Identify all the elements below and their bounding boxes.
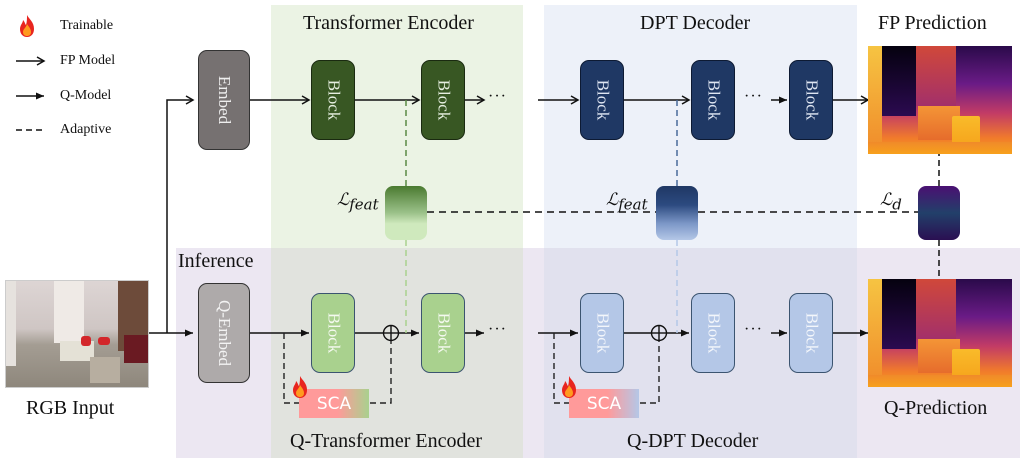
loss-subscript: feat	[349, 195, 379, 214]
block-label: Block	[592, 79, 612, 121]
sca-label: SCA	[586, 393, 622, 414]
flame-icon	[17, 14, 37, 38]
q-encoder-ellipsis: ···	[488, 321, 507, 338]
rgb-input-label: RGB Input	[26, 397, 115, 419]
fp-prediction-title: FP Prediction	[878, 12, 987, 34]
encoder-feature-loss-box	[385, 186, 427, 240]
encoder-ellipsis: ···	[488, 88, 507, 105]
legend-q-model-label: Q-Model	[60, 88, 112, 103]
q-dpt-decoder-title: Q-DPT Decoder	[627, 430, 759, 452]
decoder-sum-node	[650, 324, 668, 342]
q-prediction-title: Q-Prediction	[884, 397, 988, 419]
encoder-sum-node	[382, 324, 400, 342]
decoder-feature-loss-box	[656, 186, 698, 240]
decoder-block-2: Block	[691, 60, 735, 140]
block-label: Block	[703, 79, 723, 121]
block-label: Block	[703, 312, 723, 354]
loss-script-symbol: ℒ	[880, 190, 893, 210]
depth-loss-box	[918, 186, 960, 240]
loss-script-symbol: ℒ	[606, 190, 619, 210]
legend-adaptive-label: Adaptive	[60, 122, 112, 137]
decoder-feature-loss-label: ℒfeat	[606, 190, 648, 213]
decoder-sca-flame-icon	[559, 375, 579, 399]
legend-fp-model-label: FP Model	[60, 53, 116, 68]
block-label: Block	[801, 312, 821, 354]
legend-trainable-label: Trainable	[60, 18, 114, 33]
encoder-sca-module: SCA	[299, 389, 369, 418]
q-embed-label: Q-Embed	[215, 299, 234, 367]
block-label: Block	[801, 79, 821, 121]
rgb-input-image	[5, 280, 149, 388]
encoder-feature-loss-label: ℒfeat	[337, 190, 379, 213]
sca-label: SCA	[316, 393, 352, 414]
dpt-decoder-title: DPT Decoder	[640, 12, 751, 34]
q-encoder-block-1: Block	[311, 293, 355, 373]
q-encoder-block-2: Block	[421, 293, 465, 373]
fp-prediction-image	[868, 46, 1012, 154]
legend: Trainable FP Model Q-Model Adaptive	[0, 0, 170, 145]
decoder-sca-module: SCA	[569, 389, 639, 418]
decoder-block-3: Block	[789, 60, 833, 140]
q-decoder-block-1: Block	[580, 293, 624, 373]
embed-label: Embed	[215, 75, 234, 125]
loss-script-symbol: ℒ	[337, 190, 350, 210]
block-label: Block	[323, 79, 343, 121]
q-decoder-block-3: Block	[789, 293, 833, 373]
encoder-sca-flame-icon	[290, 375, 310, 399]
decoder-ellipsis: ···	[744, 88, 763, 105]
depth-loss-label: ℒd	[880, 190, 902, 213]
q-embed-block: Q-Embed	[198, 283, 250, 383]
encoder-block-1: Block	[311, 60, 355, 140]
block-label: Block	[433, 312, 453, 354]
block-label: Block	[323, 312, 343, 354]
q-transformer-encoder-title: Q-Transformer Encoder	[290, 430, 482, 452]
decoder-block-1: Block	[580, 60, 624, 140]
block-label: Block	[592, 312, 612, 354]
block-label: Block	[433, 79, 453, 121]
encoder-block-2: Block	[421, 60, 465, 140]
embed-block: Embed	[198, 50, 250, 150]
loss-subscript: feat	[618, 195, 648, 214]
transformer-encoder-title: Transformer Encoder	[303, 12, 474, 34]
q-decoder-ellipsis: ···	[744, 321, 763, 338]
loss-subscript: d	[892, 195, 902, 214]
q-prediction-image	[868, 279, 1012, 387]
inference-title: Inference	[178, 250, 254, 272]
q-decoder-block-2: Block	[691, 293, 735, 373]
